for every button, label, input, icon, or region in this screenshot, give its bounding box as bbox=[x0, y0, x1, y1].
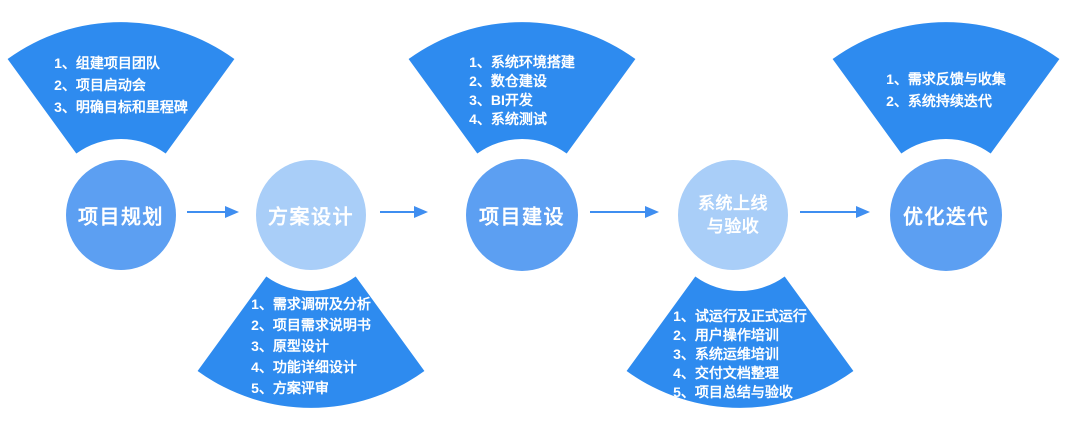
fan-items-stage-1: 1、组建项目团队 2、项目启动会 3、明确目标和里程碑 bbox=[54, 52, 188, 118]
fan-items-stage-4: 1、试运行及正式运行 2、用户操作培训 3、系统运维培训 4、交付文档整理 5、… bbox=[673, 307, 807, 402]
fan-item: 2、数仓建设 bbox=[469, 73, 547, 89]
fan-item: 3、系统运维培训 bbox=[673, 346, 779, 362]
stage-label-line: 系统上线 bbox=[698, 194, 768, 213]
fan-item: 1、试运行及正式运行 bbox=[673, 308, 807, 324]
fan-item: 2、项目需求说明书 bbox=[251, 317, 371, 333]
fan-callout-stage-3 bbox=[408, 22, 636, 154]
fan-item: 5、项目总结与验收 bbox=[673, 384, 793, 400]
fan-item: 3、原型设计 bbox=[251, 338, 329, 354]
fan-item: 1、系统环境搭建 bbox=[469, 54, 575, 70]
stage-circle-5 bbox=[890, 159, 1002, 271]
flow-arrow-2 bbox=[380, 206, 428, 218]
fan-item: 4、系统测试 bbox=[469, 111, 547, 127]
fan-item: 1、需求反馈与收集 bbox=[886, 71, 1006, 87]
stage-label-line: 项目规划 bbox=[78, 206, 164, 229]
stage-label-line: 优化迭代 bbox=[903, 206, 989, 229]
flow-arrow-head bbox=[225, 206, 239, 218]
fan-items-stage-5: 1、需求反馈与收集 2、系统持续迭代 bbox=[886, 68, 1006, 112]
fan-item: 3、明确目标和里程碑 bbox=[54, 99, 188, 115]
fan-item: 2、用户操作培训 bbox=[673, 327, 779, 343]
flow-arrow-1 bbox=[187, 206, 239, 218]
stage-label-1: 项目规划 bbox=[78, 201, 164, 230]
stage-circle-2 bbox=[256, 160, 366, 270]
stage-label-line: 项目建设 bbox=[479, 206, 565, 229]
fan-item: 2、系统持续迭代 bbox=[886, 93, 992, 109]
flow-arrow-head bbox=[645, 206, 659, 218]
flow-arrow-head bbox=[856, 206, 870, 218]
fan-item: 5、方案评审 bbox=[251, 380, 329, 396]
fan-callout-stage-5 bbox=[832, 22, 1060, 154]
flow-arrow-3 bbox=[590, 206, 659, 218]
fan-item: 4、功能详细设计 bbox=[251, 359, 357, 375]
fan-item: 3、BI开发 bbox=[469, 92, 533, 108]
stage-circle-1 bbox=[66, 160, 176, 270]
fan-callout-stage-4 bbox=[626, 276, 854, 408]
fan-item: 1、需求调研及分析 bbox=[251, 296, 371, 312]
stage-label-4: 系统上线 与验收 bbox=[698, 192, 768, 238]
fan-items-stage-2: 1、需求调研及分析 2、项目需求说明书 3、原型设计 4、功能详细设计 5、方案… bbox=[251, 294, 371, 399]
fan-callout-stage-2 bbox=[197, 276, 425, 408]
stage-label-2: 方案设计 bbox=[268, 201, 354, 230]
fan-items-stage-3: 1、系统环境搭建 2、数仓建设 3、BI开发 4、系统测试 bbox=[469, 53, 575, 129]
fan-item: 2、项目启动会 bbox=[54, 77, 146, 93]
stage-label-line: 方案设计 bbox=[268, 206, 354, 229]
stage-circle-4 bbox=[678, 160, 788, 270]
fan-item: 4、交付文档整理 bbox=[673, 365, 779, 381]
fan-item: 1、组建项目团队 bbox=[54, 55, 160, 71]
stage-circle-3 bbox=[466, 159, 578, 271]
flow-arrow-4 bbox=[800, 206, 870, 218]
stage-label-3: 项目建设 bbox=[479, 201, 565, 230]
fan-callout-stage-1 bbox=[7, 22, 235, 154]
flow-arrow-head bbox=[414, 206, 428, 218]
stage-label-5: 优化迭代 bbox=[903, 201, 989, 230]
stage-label-line: 与验收 bbox=[706, 217, 760, 236]
